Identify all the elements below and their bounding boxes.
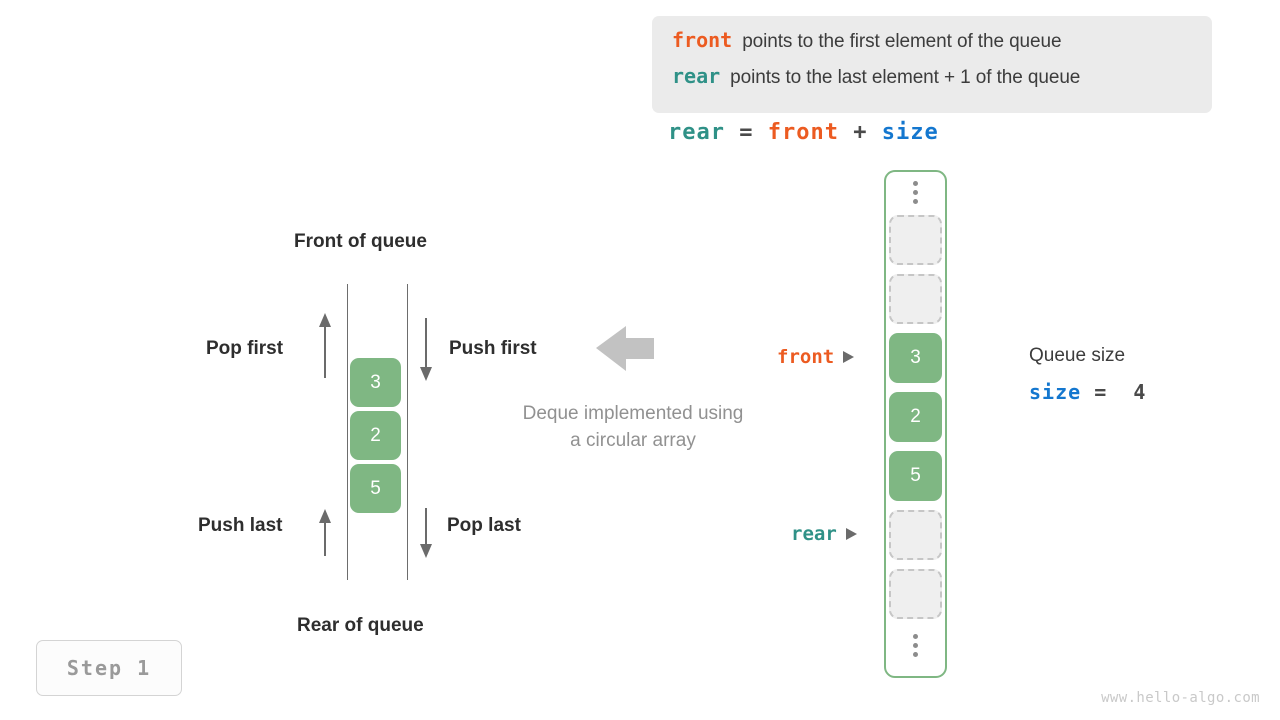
- legend-line-front: front points to the first element of the…: [672, 28, 1192, 64]
- legend-box: front points to the first element of the…: [652, 16, 1212, 113]
- array-slot-filled: 2: [889, 392, 942, 442]
- arrow-right-icon: [845, 528, 857, 540]
- arrow-right-icon: [843, 351, 855, 363]
- queue-size-value: 4: [1120, 380, 1160, 404]
- deque-cell: 5: [350, 464, 401, 513]
- array-slot-empty: [889, 215, 942, 265]
- queue-size-equals: =: [1081, 380, 1121, 404]
- legend-line-rear: rear points to the last element + 1 of t…: [672, 64, 1192, 100]
- rear-pointer-label: rear: [791, 523, 857, 545]
- queue-size-var: size: [1029, 380, 1082, 404]
- deque-channel-line-right: [407, 284, 408, 580]
- array-slot-empty: [889, 569, 942, 619]
- formula-equals: =: [724, 120, 768, 145]
- formula-size: size: [881, 120, 939, 145]
- pop-last-arrow-down: [420, 508, 432, 558]
- push-first-arrow-down: [420, 318, 432, 381]
- legend-keyword-front: front: [672, 28, 733, 52]
- front-pointer-text: front: [777, 346, 835, 368]
- deque-cell: 2: [350, 411, 401, 460]
- legend-keyword-rear: rear: [672, 64, 721, 88]
- rear-of-queue-label: Rear of queue: [297, 615, 424, 636]
- legend-text-front: points to the first element of the queue: [742, 31, 1062, 52]
- rear-pointer-text: rear: [791, 523, 837, 545]
- push-last-arrow-up: [319, 509, 331, 556]
- array-slot-empty: [889, 510, 942, 560]
- front-pointer-label: front: [777, 346, 855, 368]
- deque-note: Deque implemented using a circular array: [492, 400, 774, 454]
- formula-plus: +: [838, 120, 882, 145]
- mapping-arrow-left: [596, 326, 654, 371]
- deque-note-line1: Deque implemented using: [522, 403, 744, 424]
- queue-size-title: Queue size: [1029, 345, 1126, 366]
- formula-rear-equals-front-plus-size: rear = front + size: [668, 120, 939, 145]
- vertical-ellipsis-icon-top: [889, 175, 942, 209]
- formula-front: front: [767, 120, 839, 145]
- formula-rear: rear: [668, 120, 725, 145]
- legend-text-rear: points to the last element + 1 of the qu…: [730, 67, 1081, 88]
- pop-first-label: Pop first: [206, 338, 284, 359]
- array-slot-empty: [889, 274, 942, 324]
- array-slot-filled: 3: [889, 333, 942, 383]
- front-of-queue-label: Front of queue: [294, 231, 427, 252]
- pop-last-label: Pop last: [447, 515, 521, 536]
- step-badge: Step 1: [36, 640, 182, 696]
- array-slot-filled: 5: [889, 451, 942, 501]
- push-last-label: Push last: [198, 515, 283, 536]
- push-first-label: Push first: [449, 338, 537, 359]
- deque-channel-line-left: [347, 284, 348, 580]
- deque-cell: 3: [350, 358, 401, 407]
- pop-first-arrow-up: [319, 313, 331, 378]
- queue-size-expression: size = 4: [1029, 380, 1159, 404]
- watermark: www.hello-algo.com: [1101, 690, 1260, 706]
- vertical-ellipsis-icon-bottom: [889, 628, 942, 662]
- deque-note-line2: a circular array: [570, 430, 696, 451]
